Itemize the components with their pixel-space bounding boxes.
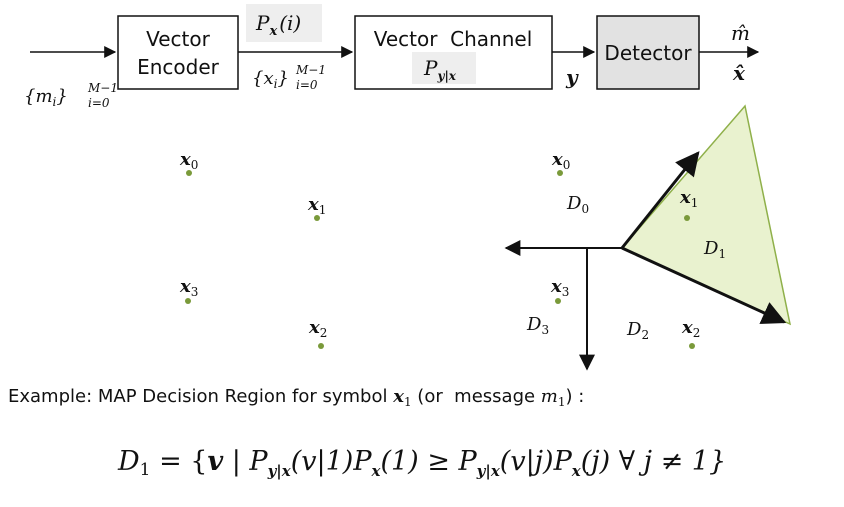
right-label-x2: x2 bbox=[681, 317, 700, 340]
left-point-x2 bbox=[318, 343, 324, 349]
left-label-x2: x2 bbox=[308, 317, 327, 340]
x-hat-label: x̂ bbox=[732, 61, 746, 85]
detector-label: Detector bbox=[604, 41, 692, 65]
m-hat-label: m̂ bbox=[731, 21, 750, 45]
left-point-x0 bbox=[186, 170, 192, 176]
detector-block bbox=[596, 15, 700, 90]
px-label-bg bbox=[246, 4, 322, 42]
region-label-d3: D3 bbox=[526, 314, 549, 337]
right-point-x2 bbox=[689, 343, 695, 349]
example-caption: Example: MAP Decision Region for symbol … bbox=[8, 386, 584, 409]
right-label-x1: x1 bbox=[679, 187, 698, 210]
left-point-x3 bbox=[185, 298, 191, 304]
m-set-superscript: M−1 bbox=[87, 81, 118, 95]
boundary-arrow-up-right bbox=[620, 151, 700, 249]
right-point-x3 bbox=[555, 298, 561, 304]
region-label-d1: D1 bbox=[703, 238, 726, 261]
right-label-x3: x3 bbox=[550, 276, 569, 299]
m-set-label: {mi} bbox=[24, 86, 68, 109]
px-i-label: Px(i) bbox=[255, 11, 301, 39]
left-constellation: x0 x1 x3 x2 bbox=[179, 149, 327, 349]
map-decision-formula: D1 = {v | Py|x(v|1)Px(1) ≥ Py|x(v|j)Px(j… bbox=[117, 446, 726, 480]
x-set-superscript: M−1 bbox=[295, 63, 326, 77]
encoder-label-line2: Encoder bbox=[137, 55, 220, 79]
left-label-x3: x3 bbox=[179, 276, 198, 299]
boundary-arrow-down-right bbox=[621, 246, 787, 324]
left-label-x1: x1 bbox=[307, 194, 326, 217]
x-set-label: {xi} bbox=[252, 68, 289, 91]
encoder-label-line1: Vector bbox=[146, 27, 211, 51]
x-set-subscript: i=0 bbox=[296, 78, 318, 92]
pyx-label-bg bbox=[412, 52, 476, 84]
left-label-x0: x0 bbox=[179, 149, 198, 172]
left-point-x1 bbox=[314, 215, 320, 221]
m-set-subscript: i=0 bbox=[88, 96, 110, 110]
channel-label: Vector Channel bbox=[374, 27, 533, 51]
region-label-d2: D2 bbox=[626, 319, 649, 342]
right-constellation: x0 x1 x3 x2 D0 D1 D3 D2 bbox=[504, 104, 792, 371]
right-point-x0 bbox=[557, 170, 563, 176]
right-label-x0: x0 bbox=[551, 149, 570, 172]
pyx-label: Py|x bbox=[423, 56, 457, 83]
right-point-x1 bbox=[684, 215, 690, 221]
y-label: y bbox=[565, 65, 579, 89]
region-label-d0: D0 bbox=[566, 193, 589, 216]
